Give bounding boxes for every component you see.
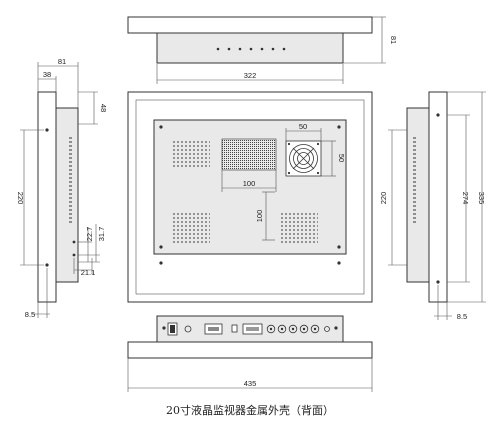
right-h274-dim: 274 [461,192,470,205]
audio-jack-icon [324,326,330,332]
vent-bottom-right [280,213,318,243]
power-jack-icon [184,325,192,333]
top-view-holes [216,47,286,51]
right-edge-dim: 8.5 [457,312,467,321]
left-height-dim: 220 [16,192,25,205]
bnc-port-icon [277,324,287,334]
right-side-view: 220 274 335 8.5 [379,91,486,321]
left-h2-dim: 31.7 [97,227,106,242]
vent-top-left [172,139,210,169]
left-sub-dim: 38 [43,70,51,79]
left-w1-dim: 21.1 [81,268,96,277]
right-vent-slots [413,137,416,223]
right-h220-dim: 220 [379,192,388,205]
bottom-view: 435 [127,315,373,392]
back-h50-dim: 50 [337,154,346,162]
bnc-port-icon [299,324,309,334]
left-edge-dim: 8.5 [25,310,35,319]
fan-icon [285,140,322,177]
back-h100-dim: 100 [255,210,264,223]
left-top-dim: 48 [99,104,108,112]
left-h1-dim: 22.7 [85,227,94,242]
bottom-width-dim: 435 [244,379,257,388]
top-width-dim: 322 [244,71,257,80]
back-w50-dim: 50 [299,122,307,131]
drawing-caption: 20寸液晶监视器金属外壳（背面） [166,403,334,417]
left-depth-dim: 81 [58,57,66,66]
bnc-port-icon [288,324,298,334]
top-depth-dim: 81 [389,36,398,44]
right-h335-dim: 335 [477,192,486,205]
back-view: 50 50 100 100 [127,91,373,303]
center-mesh [221,138,277,171]
vent-bottom-left [172,213,210,243]
io-panel [162,322,338,336]
top-view: 81 322 [127,16,398,84]
bnc-port-icon [310,324,320,334]
left-vent-slots [69,137,72,223]
usb-port-icon [231,324,238,333]
left-side-view: 81 38 48 220 22.7 31.7 21.1 8.5 [16,57,108,319]
bnc-port-icon [266,324,276,334]
back-w100-dim: 100 [243,179,256,188]
